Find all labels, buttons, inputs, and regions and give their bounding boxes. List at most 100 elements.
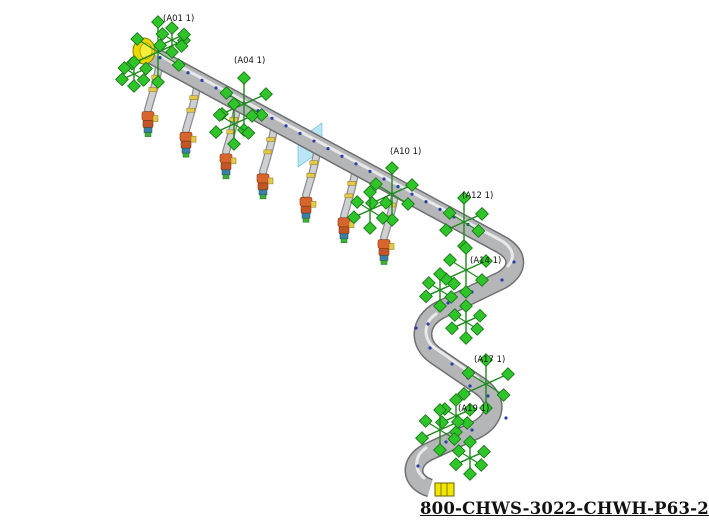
weld-dot: [426, 322, 430, 326]
support-cap-icon: [219, 86, 234, 100]
support-cap-icon: [451, 444, 466, 458]
support-cap-icon: [237, 71, 251, 85]
support-cap-icon: [165, 45, 179, 59]
valve-body-icon: [219, 153, 233, 164]
weld-dot: [354, 162, 358, 166]
branch-flange: [148, 87, 158, 92]
pipe-support-6: [439, 191, 489, 253]
pipe-support-14: [115, 55, 153, 93]
support-cap-icon: [385, 213, 399, 227]
valve-connector-icon: [143, 127, 153, 133]
support-tags: (A01 1) (A04 1) (A10 1) (A12 1) (A14 1) …: [163, 14, 505, 414]
support-cap-icon: [350, 195, 365, 209]
support-cap-icon: [209, 125, 223, 140]
pipe-support-5: [347, 185, 393, 235]
valve-actuator-icon: [388, 243, 395, 250]
pipe-support-12: [415, 403, 465, 457]
support-cap-icon: [415, 431, 429, 446]
support-cap-icon: [449, 393, 463, 407]
support-cap-icon: [379, 195, 393, 210]
weld-dot: [410, 192, 414, 196]
valve-bonnet-icon: [220, 162, 232, 171]
drawing-title: 800-CHWS-3022-CHWH-P63-2: [420, 499, 709, 518]
support-cap-icon: [461, 366, 476, 380]
support-cap-icon: [375, 211, 390, 225]
support-cap-icon: [171, 58, 186, 72]
support-cap-icon: [433, 443, 447, 457]
valve-connector-icon: [339, 233, 349, 240]
support-cap-icon: [433, 267, 447, 281]
weld-dot: [416, 464, 420, 468]
support-cap-icon: [363, 185, 377, 199]
support-cap-icon: [479, 254, 493, 268]
weld-dot: [298, 131, 302, 136]
main-pipe-run: [141, 43, 525, 498]
valve-end-icon: [222, 174, 230, 180]
support-cap-icon: [151, 15, 165, 29]
support-cap-icon: [474, 458, 489, 472]
weld-dot: [486, 394, 490, 398]
weld-dot: [446, 301, 450, 305]
branch-flange: [266, 137, 276, 142]
support-cap-icon: [445, 321, 459, 336]
valve-connector-icon: [221, 169, 231, 176]
valve-body-icon: [337, 217, 351, 228]
valve-actuator-icon: [267, 177, 274, 185]
valve-end-icon: [302, 217, 310, 223]
weld-dot: [284, 124, 288, 128]
support-cap-icon: [418, 414, 433, 428]
branch-flange: [263, 149, 273, 155]
support-cap-icon: [475, 206, 489, 221]
support-cap-icon: [227, 97, 241, 111]
valve-actuator-icon: [190, 135, 197, 143]
support-cap-icon: [241, 126, 256, 140]
pipe-support-7: [439, 241, 493, 299]
support-cap-icon: [155, 27, 170, 41]
support-cap-icon: [457, 191, 471, 205]
branch-flange: [186, 107, 196, 113]
support-cap-icon: [442, 206, 457, 220]
valve-actuator-icon: [310, 200, 317, 208]
end-fitting: [434, 482, 455, 497]
valve-end-icon: [259, 194, 267, 200]
support-cap-icon: [449, 457, 463, 472]
pipe-support-9: [445, 299, 487, 345]
pipe-support-3: [209, 97, 259, 151]
weld-dot: [414, 326, 418, 330]
weld-dot: [424, 200, 428, 204]
valve-end-icon: [144, 132, 152, 137]
weld-dot: [512, 260, 516, 264]
support-cap-icon: [419, 289, 433, 304]
valve-actuator-icon: [152, 115, 159, 122]
pipe-supports: [115, 15, 515, 481]
support-cap-icon: [479, 401, 493, 415]
valve-body-icon: [179, 131, 193, 142]
valve-actuator-icon: [348, 221, 355, 229]
support-cap-icon: [444, 290, 459, 304]
support-cap-icon: [259, 87, 273, 102]
weld-dot: [428, 346, 432, 350]
support-cap-icon: [136, 73, 151, 87]
support-cap-icon: [496, 388, 511, 402]
support-cap-icon: [463, 467, 477, 481]
branch-flange: [344, 193, 354, 199]
valve-actuator-icon: [230, 157, 237, 165]
valve-body-icon: [141, 111, 155, 121]
weld-dot: [438, 207, 442, 211]
support-cap-icon: [477, 444, 491, 459]
valve-body-icon: [377, 239, 391, 249]
support-cap-icon: [463, 402, 477, 417]
valve-connector-icon: [258, 189, 268, 196]
support-cap-icon: [457, 386, 471, 401]
weld-dot: [312, 139, 316, 143]
support-cap-icon: [479, 353, 493, 367]
branch-flange: [226, 129, 236, 135]
support-cap-icon: [475, 273, 489, 287]
support-cap-icon: [165, 21, 179, 35]
support-cap-icon: [127, 79, 141, 93]
support-cap-icon: [463, 435, 477, 449]
valve-body-icon: [256, 173, 270, 184]
support-tag-a01: (A01 1): [163, 14, 194, 24]
valve-connector-icon: [181, 147, 191, 154]
weld-dot: [158, 55, 162, 60]
